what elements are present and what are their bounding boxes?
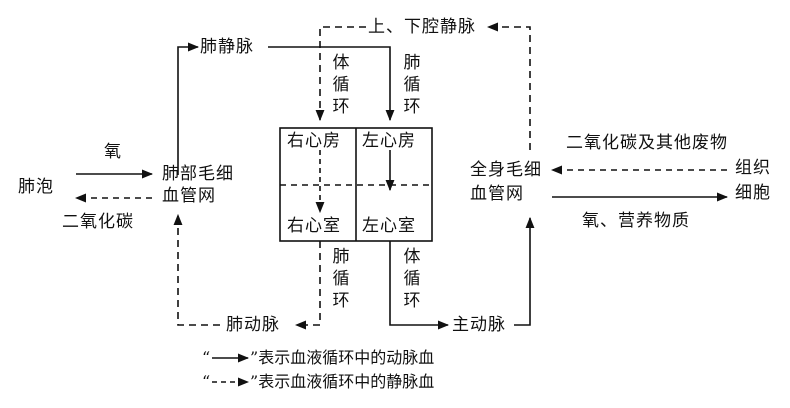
aorta-label: 主动脉: [452, 315, 506, 335]
pulmonary-vein-arrow-1: [177, 42, 200, 175]
co2-left-label: 二氧化碳: [62, 212, 134, 232]
aorta-arrow-2: [514, 216, 535, 326]
vena-cava-label: 上、下腔静脉: [368, 17, 476, 37]
lung-alveolus-label: 肺泡: [18, 177, 54, 197]
legend-open-quote-2: “: [202, 372, 211, 391]
left-ventricle-label: 左心室: [362, 216, 416, 236]
systemic-circulation-top-label: 体循环: [332, 53, 350, 117]
legend-open-quote-1: “: [202, 348, 211, 367]
pulmonary-capillary-label-1: 肺部毛细: [162, 164, 234, 184]
pulmonary-vein-label: 肺静脉: [200, 37, 254, 57]
legend-venous: ”表示血液循环中的静脉血: [250, 372, 435, 391]
pulmonary-artery-arrow-1: [294, 241, 321, 330]
left-atrium-label: 左心房: [362, 131, 416, 151]
pulmonary-artery-arrow-2: [173, 213, 220, 326]
systemic-circulation-bottom-label: 体循环: [403, 247, 421, 311]
legend-arterial-text: 表示血液循环中的动脉血: [258, 348, 435, 367]
tissue-cell-label-2: 细胞: [735, 183, 771, 203]
systemic-capillary-label-1: 全身毛细: [470, 160, 542, 180]
co2-waste-label: 二氧化碳及其他废物: [566, 133, 728, 153]
pulmonary-artery-label: 肺动脉: [226, 315, 280, 335]
oxygen-left-label: 氧: [104, 142, 122, 162]
pulmonary-circulation-top-label: 肺循环: [403, 53, 421, 117]
tissue-cell-label-1: 组织: [735, 158, 771, 178]
right-atrium-label: 右心房: [287, 131, 341, 151]
vena-cava-arrow-1: [486, 22, 531, 150]
pulmonary-vein-arrow-2: [268, 46, 395, 122]
systemic-capillary-label-2: 血管网: [470, 184, 524, 204]
legend-arterial: ”表示血液循环中的动脉血: [250, 348, 435, 367]
legend-venous-text: 表示血液循环中的静脉血: [258, 372, 435, 391]
right-ventricle-label: 右心室: [287, 216, 341, 236]
vena-cava-arrow-2: [315, 26, 366, 122]
pulmonary-capillary-label-2: 血管网: [162, 186, 216, 206]
oxygen-nutrients-label: 氧、营养物质: [582, 211, 690, 231]
pulmonary-circulation-bottom-label: 肺循环: [332, 247, 350, 311]
aorta-arrow-1: [389, 241, 450, 330]
